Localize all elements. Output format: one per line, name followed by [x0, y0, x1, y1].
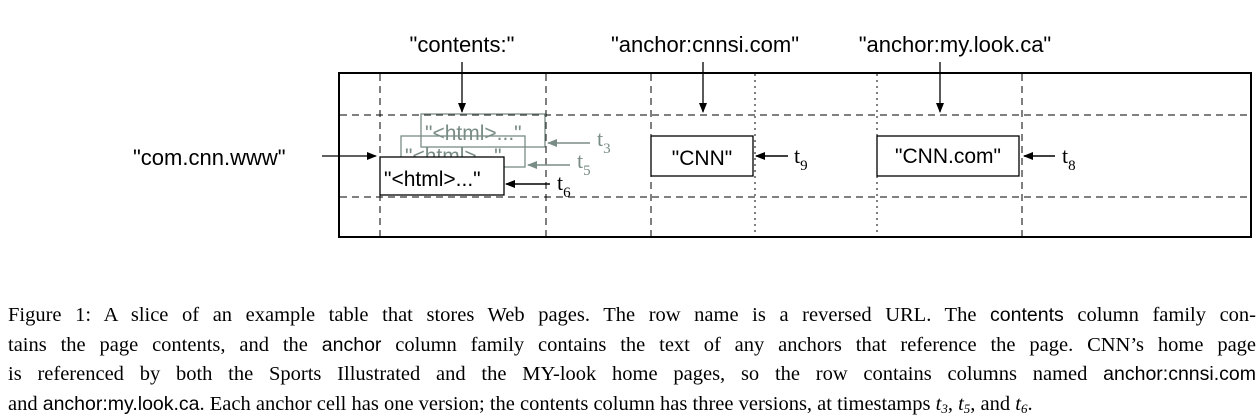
timestamp-t3: t3	[597, 126, 611, 157]
column-dividers	[379, 74, 1023, 236]
row-label: "com.cnn.www"	[133, 145, 286, 170]
contents-version-box-t6	[379, 156, 505, 196]
timestamp-t6: t6	[557, 170, 571, 201]
caption-text: , and	[970, 392, 1011, 415]
timestamp-t5: t5	[577, 148, 591, 179]
timestamp-t8: t8	[1062, 143, 1076, 174]
column-label-anchor-cnnsi: "anchor:cnnsi.com"	[611, 32, 799, 57]
caption-line-2: tains the page contents, and the anchor …	[8, 331, 1256, 361]
caption-line-1: Figure 1: A slice of an example table th…	[8, 301, 1256, 331]
caption-text: A slice of an example table that stores …	[103, 304, 977, 326]
term-anchor-cnnsi: anchor:cnnsi.com	[1103, 363, 1256, 385]
caption-line-3: is referenced by both the Sports Illustr…	[8, 360, 1256, 390]
table-outline	[338, 72, 1252, 238]
contents-version-t3: "<html>..."	[425, 122, 522, 145]
timestamp-t6-caption: t6	[1015, 392, 1028, 416]
term-contents: contents	[990, 304, 1064, 326]
caption-line-4: and anchor:my.look.ca. Each anchor cell …	[8, 390, 1256, 420]
figure-label: Figure 1:	[8, 304, 92, 326]
column-label-anchor-mylook: "anchor:my.look.ca"	[859, 32, 1052, 57]
timestamp-t3-caption: t3	[935, 392, 948, 416]
contents-version-box-t3	[420, 113, 546, 148]
anchor-mylook-cell-box	[876, 135, 1020, 177]
caption-text: is referenced by both the Sports Illustr…	[8, 363, 1088, 385]
anchor-mylook-value: "CNN.com"	[895, 145, 1001, 168]
bigtable-diagram: "contents:" "anchor:cnnsi.com" "anchor:m…	[133, 32, 1252, 238]
column-label-contents: "contents:"	[410, 32, 515, 57]
row-dividers	[340, 114, 1250, 198]
caption-text: column family con-	[1077, 304, 1257, 326]
caption-text: column family contains the text of any a…	[395, 333, 1257, 356]
caption-text: tains the page contents, and the	[8, 333, 308, 356]
anchor-cnnsi-cell-box	[650, 135, 754, 177]
caption-text: . Each anchor cell has one version; the …	[199, 392, 931, 415]
caption-text: .	[1027, 392, 1033, 415]
caption-text: and	[8, 392, 38, 415]
figure-caption: Figure 1: A slice of an example table th…	[8, 301, 1256, 419]
anchor-cnnsi-value: "CNN"	[672, 147, 732, 170]
timestamp-t9: t9	[794, 143, 808, 174]
timestamp-t5-caption: t5	[958, 392, 971, 416]
caption-text: ,	[947, 392, 953, 415]
term-anchor: anchor	[321, 333, 382, 356]
term-anchor-mylook: anchor:my.look.ca	[42, 392, 200, 415]
column-dividers-dotted	[754, 74, 878, 236]
contents-version-t6: "<html>..."	[384, 168, 481, 191]
